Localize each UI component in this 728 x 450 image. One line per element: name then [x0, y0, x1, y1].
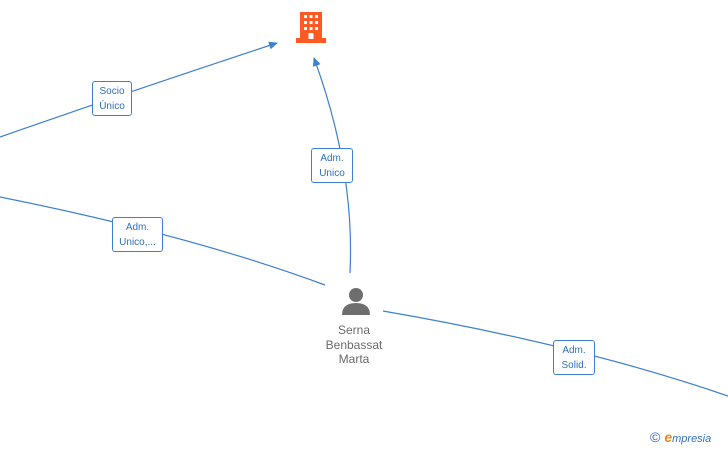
edge-socio-unico — [0, 41, 278, 138]
person-name[interactable]: Serna Benbassat Marta — [315, 323, 393, 367]
person-name-line: Serna — [337, 323, 371, 337]
edge-label-line: Único — [99, 101, 125, 112]
person-name-line: Benbassat — [325, 337, 383, 352]
copyright-symbol: © — [650, 429, 661, 445]
edge-adm-unico-left — [0, 196, 326, 286]
edge-label-line: Adm. — [125, 222, 150, 233]
building-icon[interactable] — [296, 12, 326, 43]
edge-label-line: Unico,... — [119, 237, 156, 248]
empresia-logo-initial: e — [664, 429, 673, 445]
person-name-line: Marta — [338, 352, 370, 366]
edge-label-line: Adm. — [320, 153, 344, 164]
empresia-logo-text: mpresia — [672, 433, 712, 445]
edge-label-adm-unico-left[interactable]: Adm. Unico,... — [112, 217, 163, 252]
person-icon[interactable] — [342, 288, 370, 315]
edge-label-adm-unico-top[interactable]: Adm. Unico — [311, 148, 353, 183]
edge-label-line: Adm. — [562, 345, 586, 356]
empresia-watermark: ©empresia — [650, 429, 711, 447]
edge-label-line: Socio — [99, 86, 125, 97]
edge-label-line: Solid. — [561, 360, 587, 371]
edge-label-line: Unico — [319, 168, 345, 179]
edge-label-socio-unico[interactable]: Socio Único — [92, 81, 132, 116]
edge-label-adm-solid[interactable]: Adm. Solid. — [553, 340, 595, 375]
